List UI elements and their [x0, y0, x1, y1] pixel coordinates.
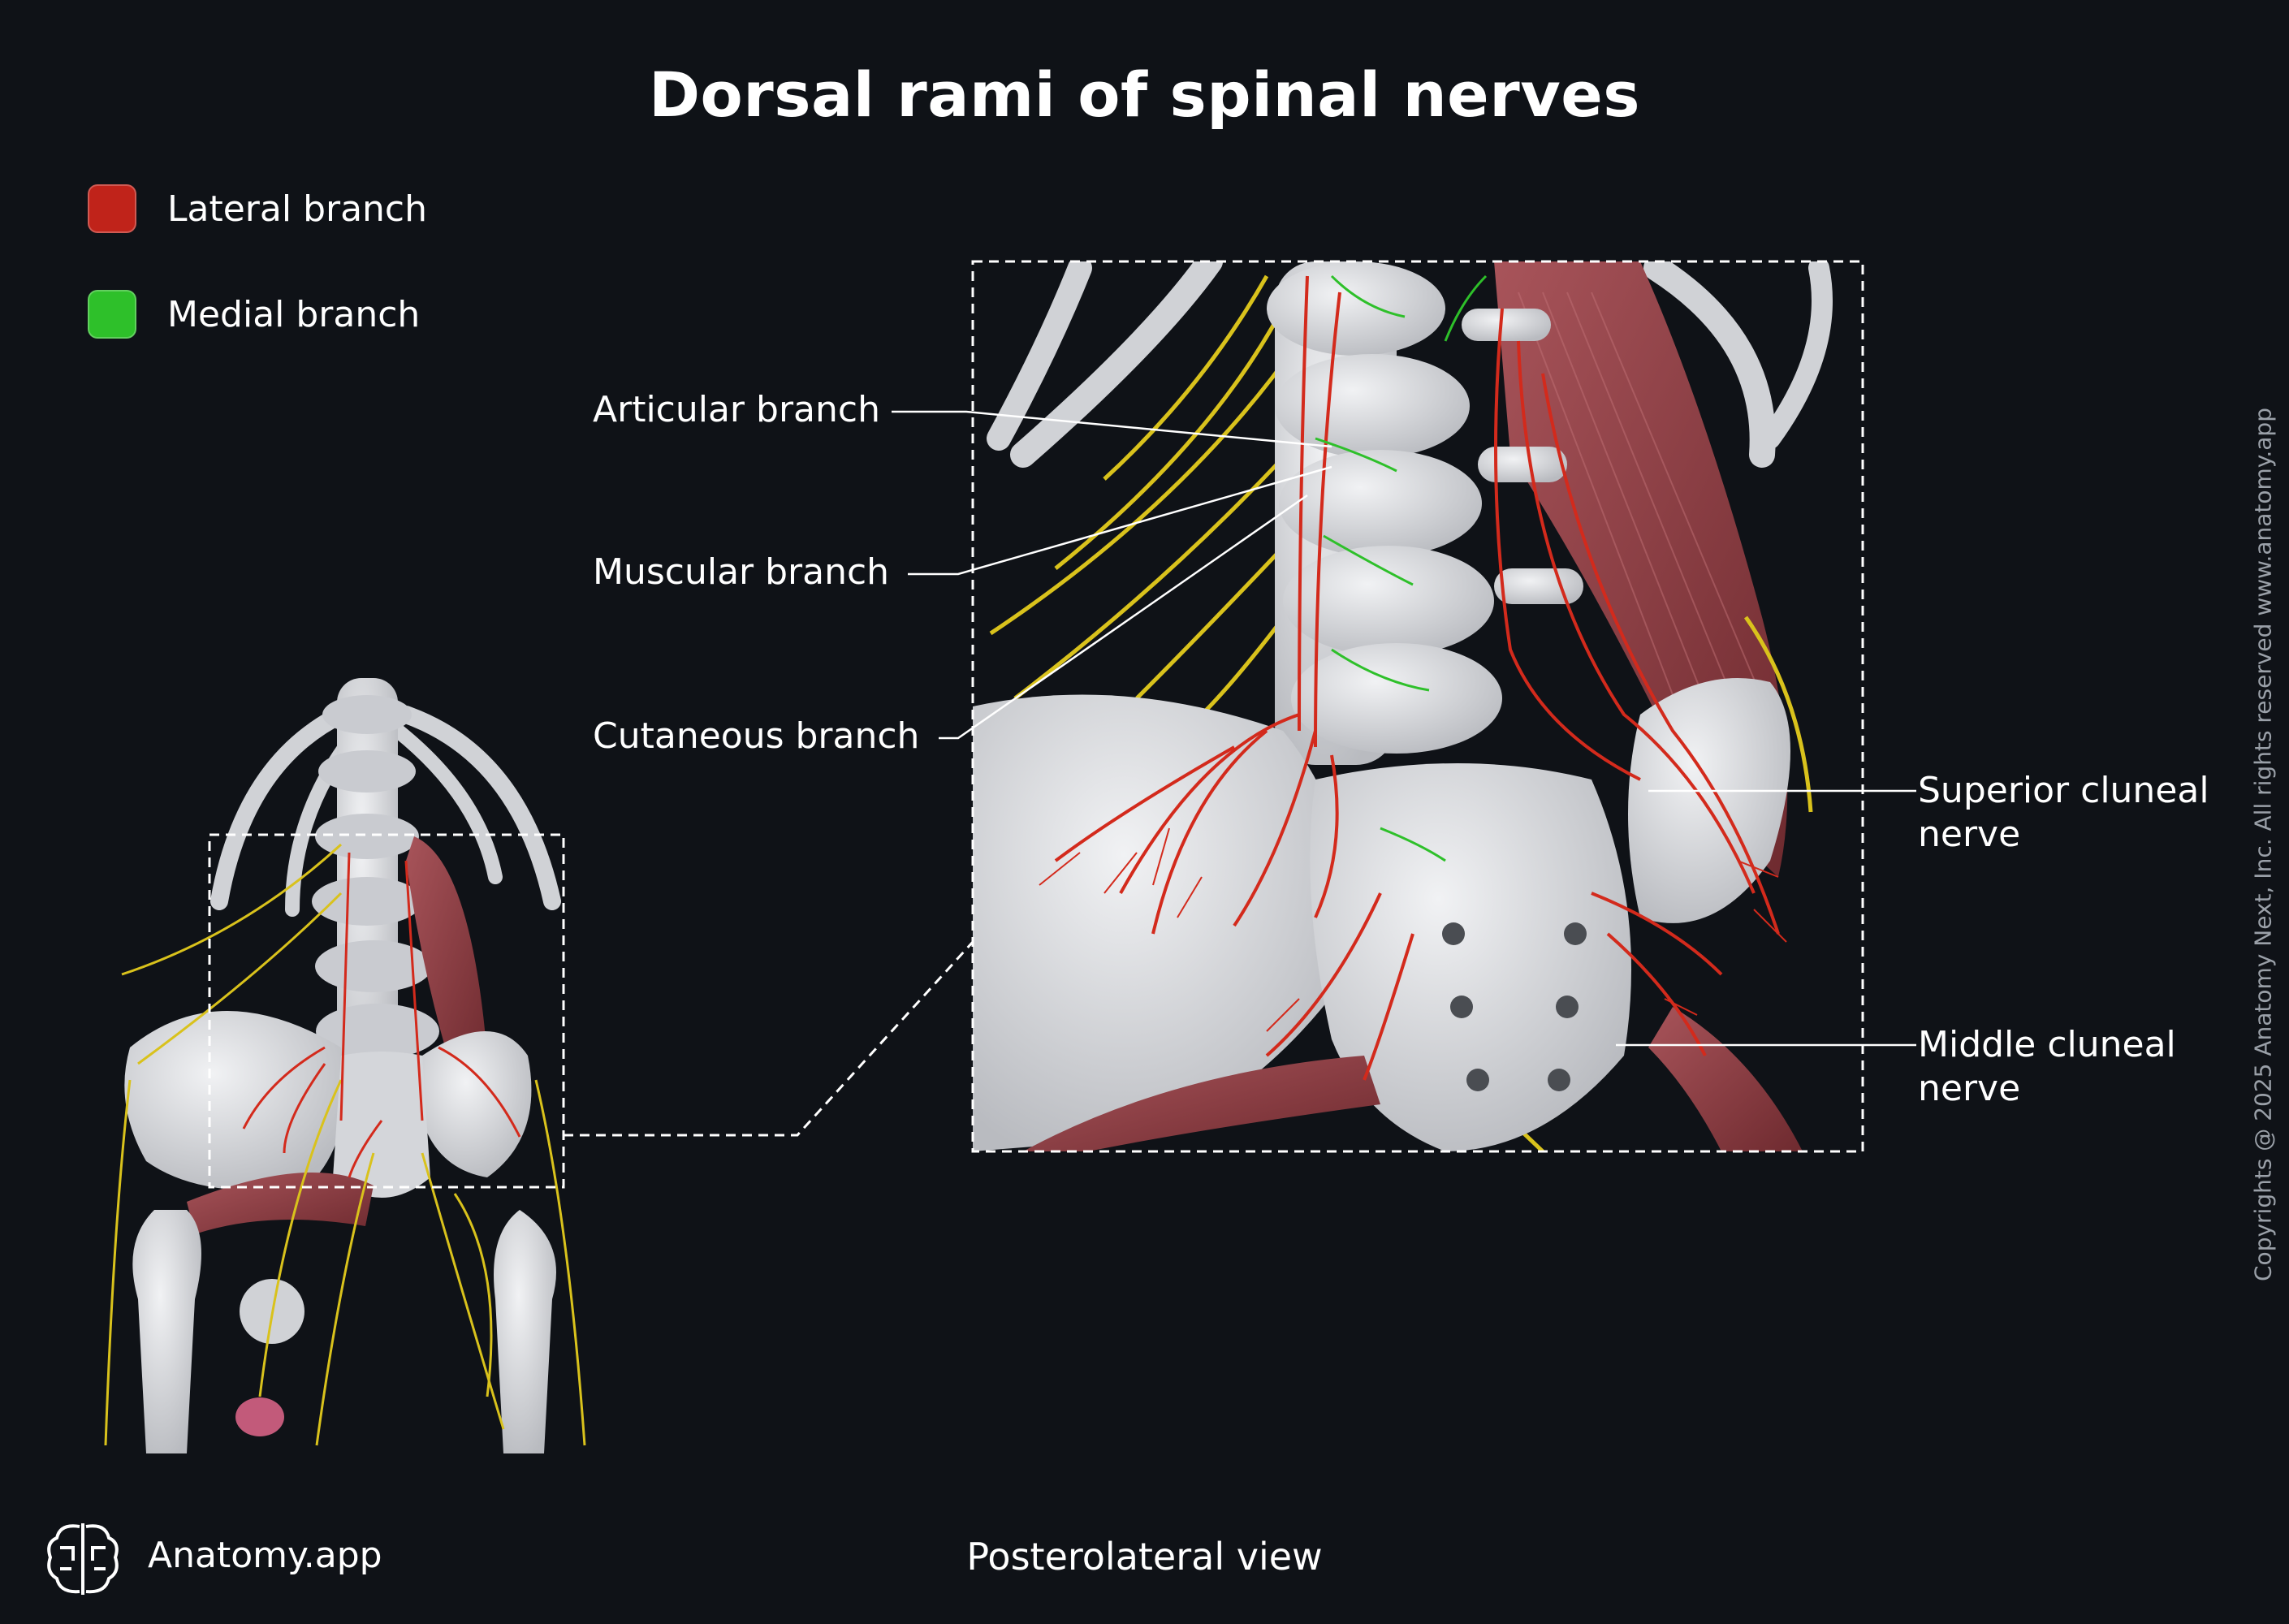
legend-swatch-green	[88, 290, 136, 339]
middle-cluneal-line1: Middle cluneal	[1918, 1024, 2176, 1065]
legend-swatch-red	[88, 184, 136, 233]
overview-figure	[104, 678, 586, 1453]
copyright-notice: Copyrights @ 2025 Anatomy Next, Inc. All…	[2249, 408, 2277, 1281]
zoom-connector-line	[564, 940, 974, 1137]
superior-cluneal-line2: nerve	[1918, 814, 2021, 855]
view-caption: Posterolateral view	[966, 1535, 1323, 1579]
label-muscular-branch: Muscular branch	[593, 551, 890, 593]
superior-cluneal-line1: Superior cluneal	[1918, 770, 2209, 811]
label-cutaneous-branch: Cutaneous branch	[593, 715, 920, 757]
brain-logo-icon	[47, 1523, 119, 1595]
leader-lines	[892, 410, 1916, 1047]
zoom-box	[971, 260, 1864, 1153]
label-middle-cluneal-nerve: Middle cluneal nerve	[1918, 1023, 2176, 1111]
middle-cluneal-line2: nerve	[1918, 1068, 2021, 1109]
label-articular-branch: Articular branch	[593, 389, 880, 430]
page-title: Dorsal rami of spinal nerves	[648, 58, 1641, 131]
legend-label-lateral: Lateral branch	[167, 188, 428, 230]
legend-label-medial: Medial branch	[167, 293, 421, 335]
label-superior-cluneal-nerve: Superior cluneal nerve	[1918, 769, 2209, 857]
overview-zoom-box	[208, 833, 565, 1189]
legend-lateral-branch: Lateral branch	[88, 183, 427, 235]
brand-name[interactable]: Anatomy.app	[148, 1535, 382, 1576]
legend-medial-branch: Medial branch	[88, 288, 420, 340]
zoomed-figure	[973, 261, 1863, 1151]
